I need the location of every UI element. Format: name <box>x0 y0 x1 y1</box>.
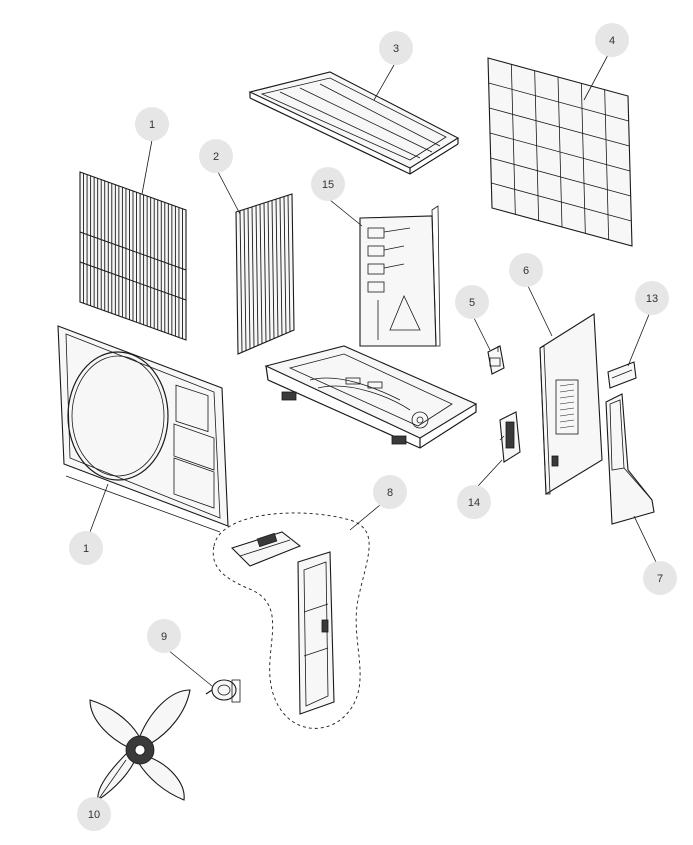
hatch-line <box>263 202 267 343</box>
hatch-line <box>559 401 575 405</box>
hatch-line <box>259 204 263 344</box>
callout-10: 10 <box>77 797 111 831</box>
hatch-line <box>243 209 247 351</box>
part-rear-mesh-guard <box>487 57 633 247</box>
hatch-line <box>559 407 575 411</box>
part-electrical-box-group <box>212 512 370 729</box>
svg-text:9: 9 <box>161 631 167 643</box>
svg-text:7: 7 <box>657 573 663 585</box>
hatch-line <box>489 132 631 172</box>
svg-text:1: 1 <box>149 119 155 131</box>
hatch-line <box>491 182 632 222</box>
svg-text:3: 3 <box>393 43 399 55</box>
svg-text:8: 8 <box>387 487 393 499</box>
hatch-line <box>255 205 259 346</box>
leader-lines <box>89 54 657 801</box>
callout-3: 3 <box>379 31 413 65</box>
hatch-line <box>247 208 251 349</box>
callout-2: 2 <box>199 139 233 173</box>
callout-14: 14 <box>457 485 491 519</box>
callout-13: 13 <box>635 281 669 315</box>
hatch-line <box>239 210 243 353</box>
hatch-line <box>490 157 631 197</box>
part-side-panel <box>539 313 603 495</box>
callout-4: 4 <box>595 23 629 57</box>
svg-text:5: 5 <box>469 297 475 309</box>
svg-text:2: 2 <box>213 151 219 163</box>
hatch-line <box>559 395 575 399</box>
hatch-line <box>271 200 275 339</box>
part-front-panel <box>57 325 229 533</box>
hatch-line <box>287 195 291 332</box>
hatch-line <box>279 197 283 336</box>
svg-text:10: 10 <box>88 809 100 821</box>
part-partition-plate <box>359 205 441 347</box>
callout-8: 8 <box>373 475 407 509</box>
hatch-line <box>275 199 279 337</box>
callout-15: 15 <box>311 167 345 201</box>
callout-9: 9 <box>147 619 181 653</box>
part-front-grille <box>79 171 187 341</box>
hatch-line <box>559 383 575 387</box>
hatch-line <box>488 82 629 122</box>
part-fan-motor <box>205 679 241 703</box>
callout-6: 6 <box>509 253 543 287</box>
part-handle <box>607 361 637 389</box>
svg-text:6: 6 <box>523 265 529 277</box>
svg-text:14: 14 <box>468 497 480 509</box>
callout-5: 5 <box>455 285 489 319</box>
part-fan-blade <box>89 689 191 801</box>
part-small-bracket <box>487 345 505 375</box>
hatch-line <box>559 389 575 393</box>
callout-1-front-panel: 1 <box>69 531 103 565</box>
part-terminal-holder <box>499 411 521 463</box>
svg-text:13: 13 <box>646 293 658 305</box>
svg-text:4: 4 <box>609 35 615 47</box>
hatch-line <box>559 413 575 417</box>
svg-text:15: 15 <box>322 179 334 191</box>
svg-text:1: 1 <box>83 543 89 555</box>
callout-7: 7 <box>643 561 677 595</box>
hatch-line <box>267 201 271 341</box>
part-base-pan <box>264 345 478 449</box>
hatch-line <box>489 107 630 147</box>
hatch-line <box>283 196 287 334</box>
hatch-line <box>559 419 575 423</box>
hatch-line <box>79 231 187 271</box>
part-top-cover <box>248 71 460 175</box>
callout-1-grille: 1 <box>135 107 169 141</box>
hatch-line <box>79 261 187 301</box>
hatch-line <box>251 206 255 348</box>
part-corner-cover <box>605 393 655 525</box>
hatch-line <box>559 425 575 429</box>
part-side-grille <box>235 193 295 355</box>
